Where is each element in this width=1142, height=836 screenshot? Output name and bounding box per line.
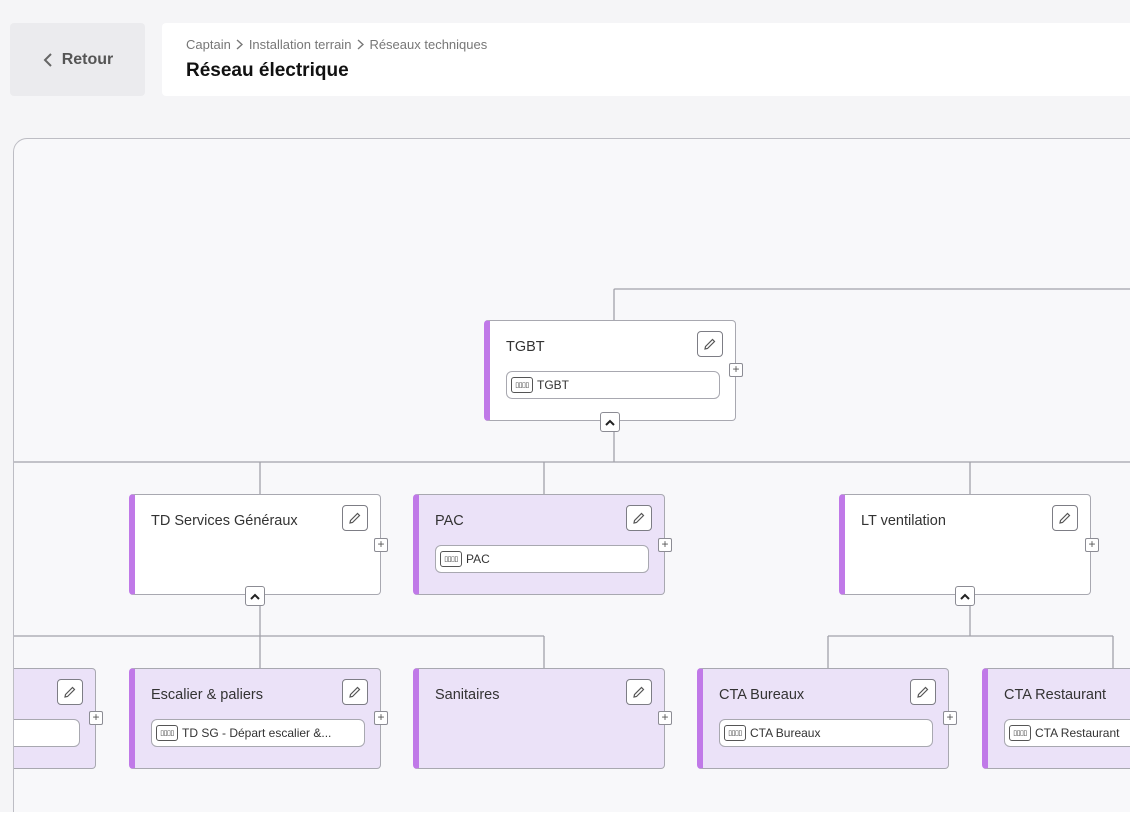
chevron-up-icon[interactable] [600,412,620,432]
equipment-chip[interactable]: ▯▯▯▯ CTA Bureaux [719,719,933,747]
node-tgbt[interactable]: TGBT ▯▯▯▯ TGBT [484,320,736,421]
pencil-icon[interactable] [626,505,652,531]
node-td-services-generaux[interactable]: TD Services Généraux [129,494,381,595]
node-name: CTA Bureaux [719,687,805,703]
back-button[interactable]: Retour [10,23,145,96]
pencil-icon[interactable] [342,505,368,531]
node-sanitaires[interactable]: Sanitaires [413,668,665,769]
plus-icon[interactable]: + [658,711,672,725]
chip-label: PAC [466,552,490,566]
pencil-icon[interactable] [626,679,652,705]
node-name: PAC [435,513,464,529]
pencil-icon[interactable] [697,331,723,357]
meter-icon: ▯▯▯▯ [724,725,746,741]
node-cta-bureaux[interactable]: CTA Bureaux ▯▯▯▯ CTA Bureaux [697,668,949,769]
node-escalier-paliers[interactable]: Escalier & paliers ▯▯▯▯ TD SG - Départ es… [129,668,381,769]
page-header: Captain Installation terrain Réseaux tec… [162,23,1130,96]
equipment-chip[interactable]: ▯▯▯▯ TD SG - Départ escalier &... [151,719,365,747]
chevron-up-icon[interactable] [955,586,975,606]
meter-icon: ▯▯▯▯ [156,725,178,741]
plus-icon[interactable]: + [943,711,957,725]
chevron-right-icon [351,39,369,50]
plus-icon[interactable]: + [729,363,743,377]
node-name: TGBT [506,339,545,355]
breadcrumb-item-captain[interactable]: Captain [186,37,231,52]
page-title: Réseau électrique [186,60,349,81]
equipment-chip[interactable]: ▯▯▯▯ TGBT [506,371,720,399]
node-name: LT ventilation [861,513,946,529]
node-name: Sanitaires [435,687,500,703]
breadcrumb-item-installation[interactable]: Installation terrain [248,37,352,52]
plus-icon[interactable]: + [658,538,672,552]
chip-label: TGBT [537,378,569,392]
app-shell: Retour Captain Installation terrain Rése… [10,23,1130,812]
node-name: TD Services Généraux [151,513,298,529]
plus-icon[interactable]: + [374,538,388,552]
node-cta-restaurant[interactable]: CTA Restaurant ▯▯▯▯ CTA Restaurant [982,668,1130,769]
back-label: Retour [61,50,114,68]
meter-icon: ▯▯▯▯ [511,377,533,393]
pencil-icon[interactable] [342,679,368,705]
pencil-icon[interactable] [57,679,83,705]
plus-icon[interactable]: + [89,711,103,725]
equipment-chip[interactable] [14,719,80,747]
chevron-up-icon[interactable] [245,586,265,606]
node-name: Escalier & paliers [151,687,264,703]
pencil-icon[interactable] [910,679,936,705]
breadcrumb-item-reseaux[interactable]: Réseaux techniques [369,37,488,52]
chevron-right-icon [231,39,249,50]
equipment-chip[interactable]: ▯▯▯▯ CTA Restaurant [1004,719,1130,747]
plus-icon[interactable]: + [1085,538,1099,552]
node-name: CTA Restaurant [1004,687,1107,703]
chip-label: CTA Restaurant [1035,726,1120,740]
chevron-left-icon [43,52,52,67]
network-canvas[interactable]: TGBT ▯▯▯▯ TGBT + TD Services Généraux + P… [13,138,1130,812]
meter-icon: ▯▯▯▯ [440,551,462,567]
node-pac[interactable]: PAC ▯▯▯▯ PAC [413,494,665,595]
pencil-icon[interactable] [1052,505,1078,531]
chip-label: TD SG - Départ escalier &... [182,726,332,740]
breadcrumb: Captain Installation terrain Réseaux tec… [186,37,487,52]
chip-label: CTA Bureaux [750,726,821,740]
equipment-chip[interactable]: ▯▯▯▯ PAC [435,545,649,573]
node-lt-ventilation[interactable]: LT ventilation [839,494,1091,595]
meter-icon: ▯▯▯▯ [1009,725,1031,741]
node-partial-left[interactable] [14,668,96,769]
plus-icon[interactable]: + [374,711,388,725]
